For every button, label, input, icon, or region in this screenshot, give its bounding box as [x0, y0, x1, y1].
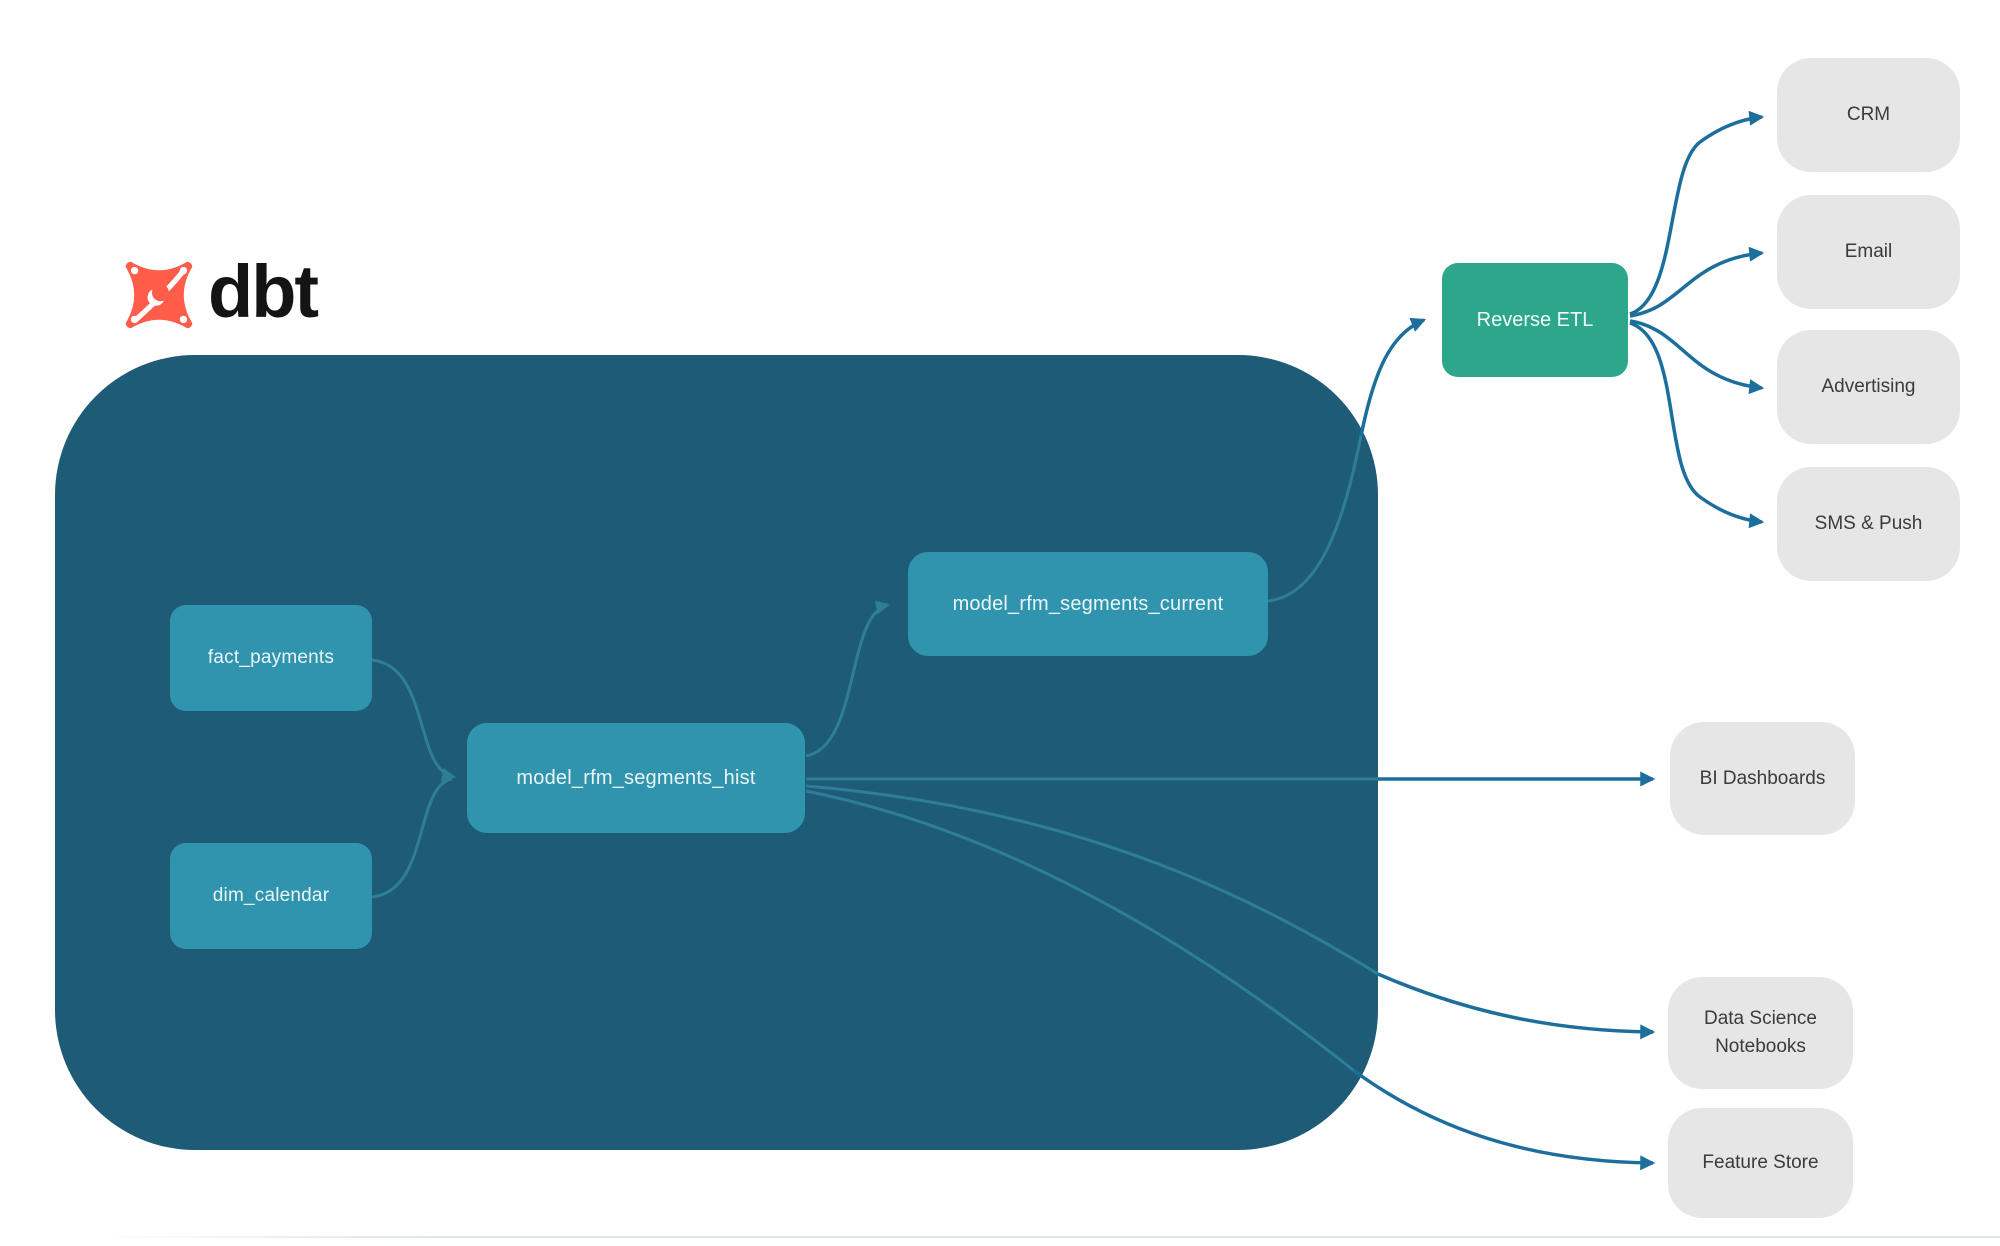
node-label: model_rfm_segments_current — [952, 592, 1224, 615]
edge-reverse_etl-advertising — [1629, 319, 1765, 395]
dbt-star-icon — [122, 258, 196, 332]
bottom-divider — [90, 1236, 2000, 1238]
node-label: CRM — [1846, 104, 1891, 126]
edge-model_rfm_segments_hist-data_science_notebooks — [1377, 972, 1656, 1040]
edge-model_rfm_segments_current-reverse_etl — [1359, 317, 1427, 437]
node-fact-payments: fact_payments — [170, 605, 372, 711]
node-label: Email — [1844, 241, 1893, 263]
node-label: Reverse ETL — [1476, 308, 1594, 331]
dbt-logo-wordmark: dbt — [208, 250, 319, 333]
node-reverse-etl: Reverse ETL — [1442, 263, 1628, 377]
node-label: fact_payments — [207, 647, 335, 668]
node-model-rfm-segments-hist: model_rfm_segments_hist — [467, 723, 805, 833]
edge-reverse_etl-crm — [1629, 110, 1765, 316]
node-dim-calendar: dim_calendar — [170, 843, 372, 949]
edge-reverse_etl-sms_push — [1629, 321, 1765, 529]
node-label: Feature Store — [1702, 1152, 1819, 1174]
node-label: Data Science Notebooks — [1703, 1008, 1817, 1057]
node-label: Advertising — [1821, 376, 1916, 398]
node-label: SMS & Push — [1814, 513, 1923, 535]
node-crm: CRM — [1777, 58, 1960, 172]
node-bi-dashboards: BI Dashboards — [1670, 722, 1855, 835]
node-label: BI Dashboards — [1699, 767, 1826, 789]
dbt-logo: dbt — [122, 250, 319, 335]
node-label: model_rfm_segments_hist — [516, 766, 756, 789]
node-model-rfm-segments-current: model_rfm_segments_current — [908, 552, 1268, 656]
edge-model_rfm_segments_hist-feature_store — [1351, 1068, 1656, 1171]
node-email: Email — [1777, 195, 1960, 309]
node-label: dim_calendar — [212, 885, 330, 906]
node-data-science-notebooks: Data Science Notebooks — [1668, 977, 1853, 1089]
node-advertising: Advertising — [1777, 330, 1960, 444]
edge-reverse_etl-email — [1629, 246, 1765, 318]
node-feature-store: Feature Store — [1668, 1108, 1853, 1218]
node-sms-push: SMS & Push — [1777, 467, 1960, 581]
